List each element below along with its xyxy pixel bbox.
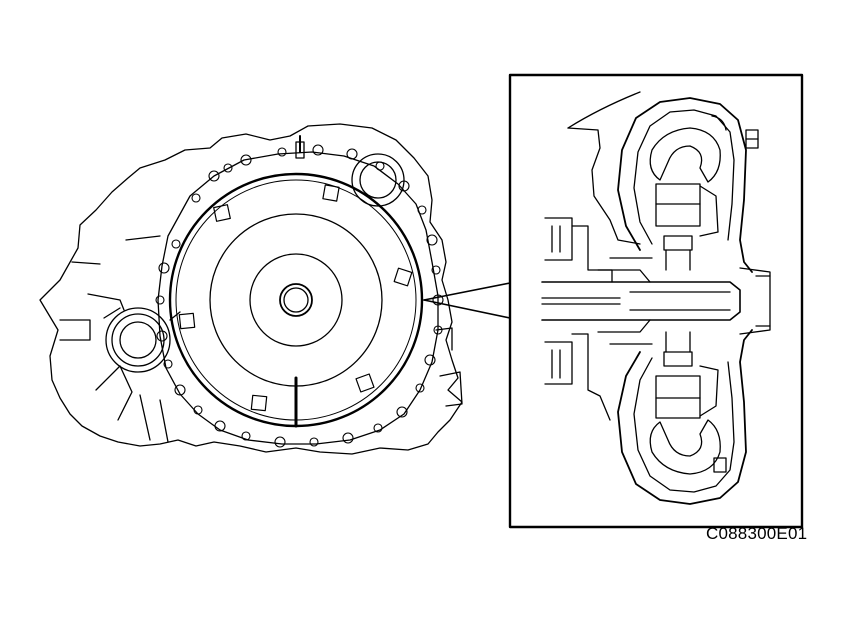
torque-converter-section [541, 91, 771, 505]
figure-code: C088300E01 [706, 524, 808, 543]
detail-frame [508, 73, 804, 529]
drive-plate [168, 172, 424, 428]
shaft-boss [103, 307, 181, 373]
callout-lines [423, 282, 511, 319]
transaxle-housing [39, 123, 463, 455]
